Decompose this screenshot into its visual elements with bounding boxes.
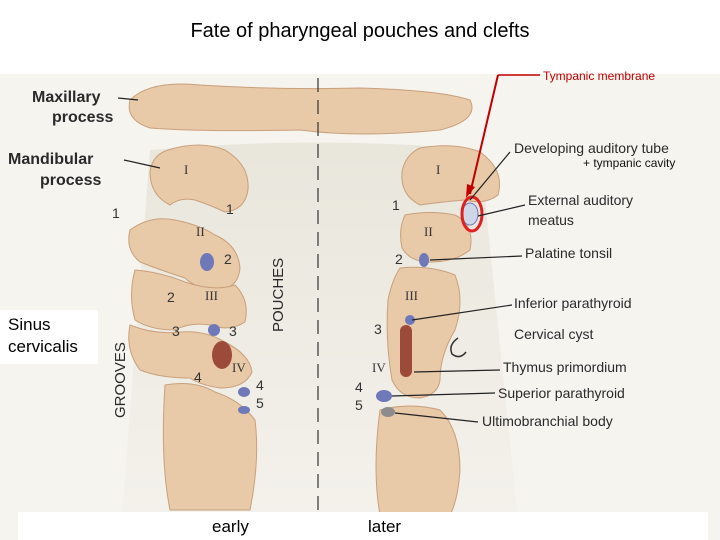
- left-pouch-4-blue: [238, 387, 250, 397]
- right-ultimobranchial-body: [381, 407, 395, 417]
- mandibular-label-2: process: [40, 172, 101, 189]
- right-pouch-5: 5: [355, 397, 363, 413]
- right-thymus-primordium: [400, 325, 412, 377]
- left-pouch-3-blue: [208, 324, 220, 336]
- maxillary-label-1: Maxillary: [32, 89, 101, 106]
- left-pouch-5-blue: [238, 406, 250, 414]
- tympanic-cavity-annotation: + tympanic cavity: [583, 156, 675, 170]
- right-palatine-tonsil: [419, 253, 429, 267]
- slide-title: Fate of pharyngeal pouches and clefts: [190, 20, 530, 42]
- right-caudal-region: [375, 405, 461, 516]
- maxillary-label-2: process: [52, 109, 113, 126]
- left-arch-III: [131, 269, 247, 331]
- right-inferior-parathyroid: [405, 315, 415, 325]
- left-pouch-3-thymus: [212, 341, 232, 369]
- cervical-cyst-shape: [450, 337, 467, 358]
- right-arch-I: [401, 145, 500, 206]
- sinus-cervicalis-box: [0, 310, 98, 364]
- left-pouch-2: 2: [224, 251, 232, 267]
- tympanic-arrow-head: [466, 184, 475, 198]
- right-pouch-2: 2: [395, 251, 403, 267]
- thymus-primordium-label: Thymus primordium: [503, 359, 627, 375]
- left-groove-1: 1: [112, 205, 120, 221]
- leader-lines: [117, 97, 526, 423]
- left-arch-II: [128, 218, 241, 291]
- inferior-parathyroid-label: Inferior parathyroid: [514, 295, 632, 311]
- left-pouch-4: 4: [256, 377, 264, 393]
- superior-parathyroid-label: Superior parathyroid: [498, 385, 625, 401]
- right-pouch-4: 4: [355, 379, 363, 395]
- auditory-tube-label: Developing auditory tube: [514, 140, 669, 156]
- left-pouch-3: 3: [229, 323, 237, 339]
- left-arch-IV: [128, 324, 253, 389]
- maxillary-process-shape: [128, 83, 473, 135]
- right-arch-II-label: II: [424, 224, 433, 239]
- palatine-tonsil-label: Palatine tonsil: [525, 245, 612, 261]
- right-arch-IV-label: IV: [372, 360, 386, 375]
- left-arch-I-label: I: [184, 162, 188, 177]
- bottom-caption-strip: [18, 512, 708, 540]
- right-arch-I-label: I: [436, 162, 440, 177]
- ultimobranchial-body-label: Ultimobranchial body: [482, 413, 613, 429]
- mandibular-label-1: Mandibular: [8, 151, 93, 168]
- left-caudal-region: [162, 383, 258, 511]
- right-pouch-3: 3: [374, 321, 382, 337]
- external-meatus-label-1: External auditory: [528, 192, 633, 208]
- early-label: early: [212, 517, 249, 536]
- later-label: later: [368, 517, 401, 536]
- right-arch-III-label: III: [405, 288, 418, 303]
- left-pouch-5: 5: [256, 395, 264, 411]
- left-arch-II-label: II: [196, 224, 205, 239]
- grooves-label: GROOVES: [112, 342, 129, 418]
- right-arch-II: [400, 212, 472, 263]
- left-pouch-1: 1: [226, 201, 234, 217]
- sinus-label-2: cervicalis: [8, 337, 78, 356]
- right-superior-parathyroid: [376, 390, 392, 402]
- left-pouch-2-blue: [200, 253, 214, 271]
- left-groove-2: 2: [167, 289, 175, 305]
- left-arch-I: [149, 144, 249, 213]
- left-groove-3: 3: [172, 323, 180, 339]
- sinus-label-1: Sinus: [8, 315, 51, 334]
- cervical-cyst-label: Cervical cyst: [514, 326, 593, 342]
- left-arch-IV-label: IV: [232, 360, 246, 375]
- pouches-label: POUCHES: [270, 258, 287, 332]
- left-groove-4: 4: [194, 369, 202, 385]
- tympanic-membrane-annotation: Tympanic membrane: [543, 69, 655, 83]
- left-arch-III-label: III: [205, 288, 218, 303]
- tympanic-membrane-arrow: [469, 74, 499, 195]
- external-meatus-label-2: meatus: [528, 212, 574, 228]
- right-pouch-1: 1: [392, 197, 400, 213]
